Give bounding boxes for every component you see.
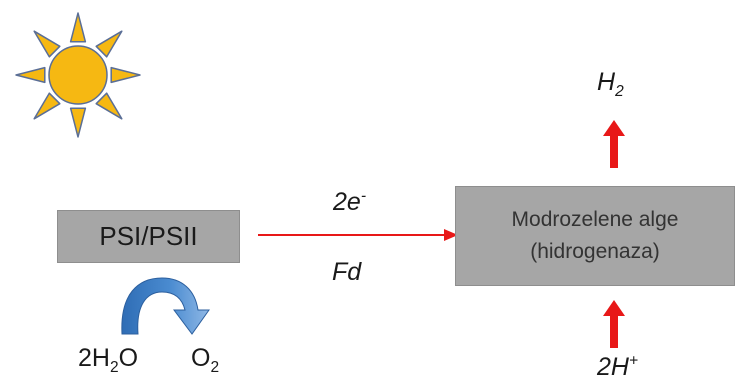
hydrogen-label: H2 xyxy=(597,68,624,100)
sun-ray xyxy=(69,12,87,43)
proton-label: 2H+ xyxy=(597,352,639,381)
sun-icon xyxy=(15,12,141,138)
hydrogen-output-arrow xyxy=(603,120,625,168)
water-label: 2H2O xyxy=(78,344,139,376)
sun-ray xyxy=(69,107,87,138)
sun-ray xyxy=(95,92,123,120)
sun-ray xyxy=(95,30,123,58)
psi-psii-label: PSI/PSII xyxy=(99,221,198,251)
sun-ray xyxy=(33,92,61,120)
proton-input-arrow xyxy=(603,300,625,348)
sun-ray xyxy=(33,30,61,58)
sun-ray xyxy=(15,66,46,84)
curved-arrow-icon xyxy=(121,277,210,335)
ferredoxin-label: Fd xyxy=(332,258,362,286)
electrons-label: 2e- xyxy=(333,187,366,216)
psi-psii-box: PSI/PSII xyxy=(57,210,240,263)
cyanobacteria-box: Modrozelene alge (hidrogenaza) xyxy=(455,186,735,286)
sun-ray xyxy=(110,66,141,84)
electron-transfer-arrow xyxy=(258,229,458,241)
cyanobacteria-label: Modrozelene alge xyxy=(511,208,679,231)
hydrogenase-label: (hidrogenaza) xyxy=(530,240,660,263)
oxygen-label: O2 xyxy=(191,344,220,376)
